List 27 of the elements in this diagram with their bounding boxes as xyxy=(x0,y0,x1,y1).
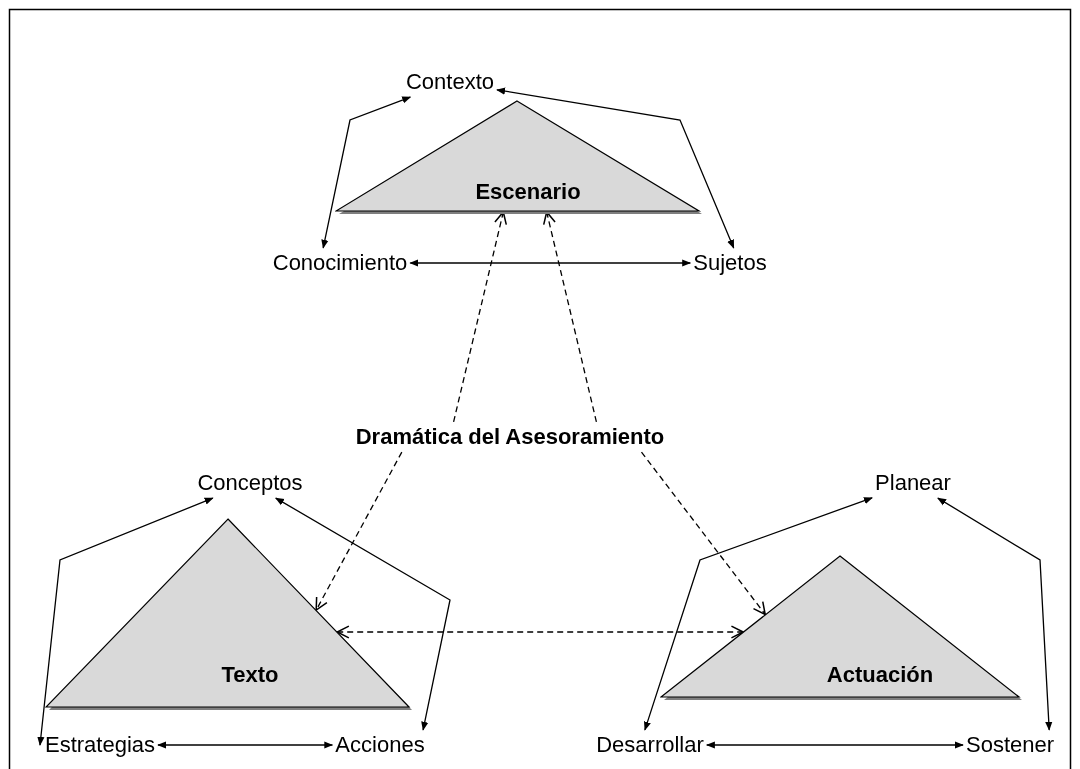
arrow xyxy=(409,259,692,267)
arrow xyxy=(452,211,508,423)
arrow xyxy=(705,741,964,749)
arrow xyxy=(496,87,735,249)
arrow xyxy=(643,497,873,731)
node-label: Dramática del Asesoramiento xyxy=(355,424,665,450)
node-label: Planear xyxy=(875,470,951,496)
node-label: Sujetos xyxy=(693,250,767,276)
arrow xyxy=(275,497,451,731)
arrow xyxy=(315,451,403,611)
node-label: Contexto xyxy=(405,69,495,95)
node-label: Sostener xyxy=(965,732,1055,758)
arrow xyxy=(321,96,412,249)
node-label: Escenario xyxy=(475,179,581,205)
arrow xyxy=(937,497,1053,731)
arrow xyxy=(336,625,744,639)
arrow xyxy=(640,451,766,616)
node-label: Conocimiento xyxy=(272,250,408,276)
arrow xyxy=(37,497,214,746)
node-label: Acciones xyxy=(335,732,425,758)
node-label: Desarrollar xyxy=(596,732,704,758)
node-label: Conceptos xyxy=(197,470,303,496)
node-label: Texto xyxy=(221,662,279,688)
arrow xyxy=(157,741,334,749)
node-label: Actuación xyxy=(826,662,934,688)
node-label: Estrategias xyxy=(44,732,156,758)
arrow xyxy=(542,211,598,423)
